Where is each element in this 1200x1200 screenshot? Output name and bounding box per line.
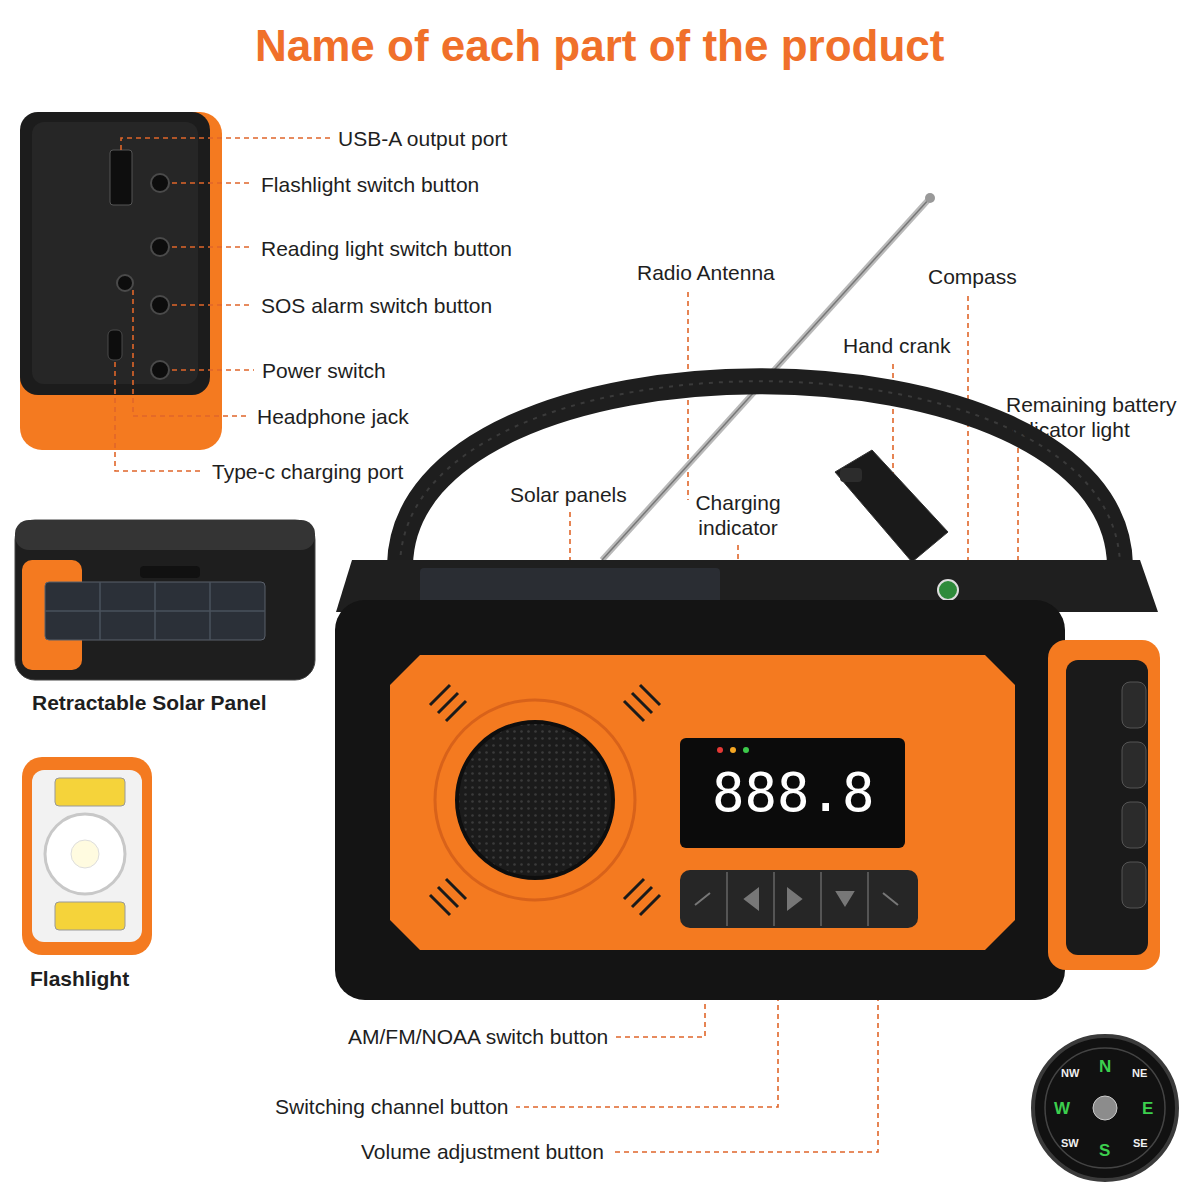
solar-panel — [45, 582, 265, 640]
compass-illustration — [1033, 1036, 1177, 1180]
solar-panel-top — [420, 568, 720, 604]
panel-tab — [140, 566, 200, 578]
flash-lens — [45, 814, 125, 894]
side-inner — [1066, 660, 1148, 955]
part-label: Compass — [928, 264, 1017, 289]
part-label: Reading light switch button — [261, 236, 512, 261]
part-label: Switching channel button — [275, 1094, 509, 1119]
part-label: Charging indicator — [683, 490, 793, 540]
orange-panel — [390, 655, 1015, 950]
part-label: Retractable Solar Panel — [32, 690, 267, 715]
hand-crank — [835, 450, 948, 562]
button-glyph — [695, 889, 898, 909]
flash-led — [71, 840, 99, 868]
crank-knob — [840, 468, 862, 482]
leader-line — [172, 369, 254, 371]
leader-line — [115, 362, 204, 471]
inset-frame — [15, 520, 315, 680]
part-label: Type-c charging port — [212, 459, 403, 484]
part-label: Power switch — [262, 358, 386, 383]
compass-body — [1033, 1036, 1177, 1180]
speaker-ring — [435, 700, 635, 900]
usb-port — [110, 150, 132, 205]
side-button — [1122, 802, 1146, 848]
page-title: Name of each part of the product — [255, 22, 944, 70]
leader-line — [121, 138, 330, 150]
inset-frame — [22, 757, 152, 955]
compass-letter: S — [1099, 1142, 1110, 1159]
compass-letter: NE — [1132, 1068, 1147, 1079]
top-edge — [15, 520, 315, 550]
button-hole — [151, 238, 169, 256]
indicator-dot — [717, 747, 723, 753]
part-label: Flashlight — [30, 966, 129, 991]
compass-pivot — [1093, 1096, 1117, 1120]
type-c-port — [108, 330, 122, 360]
part-label: Volume adjustment button — [361, 1139, 604, 1164]
stripe — [624, 685, 660, 721]
headphone-jack — [117, 275, 133, 291]
part-label: USB-A output port — [338, 126, 507, 151]
ports-inset — [20, 112, 222, 450]
lcd-display — [680, 738, 905, 848]
side-button — [1122, 862, 1146, 908]
compass-letter: NW — [1061, 1068, 1079, 1079]
indicator-dot — [743, 747, 749, 753]
compass-letter: N — [1099, 1058, 1111, 1075]
leader-line — [172, 182, 253, 184]
port-panel — [32, 122, 198, 384]
button-hole — [151, 296, 169, 314]
part-label: SOS alarm switch button — [261, 293, 492, 318]
antenna-tip — [925, 193, 935, 203]
compass-ring — [1045, 1048, 1165, 1168]
stripe — [430, 685, 466, 721]
stripe — [624, 879, 660, 915]
speaker-stripes — [430, 685, 660, 915]
compass-letter: E — [1142, 1100, 1153, 1117]
side-button — [1122, 742, 1146, 788]
part-label: Radio Antenna — [637, 260, 775, 285]
side-button — [1122, 682, 1146, 728]
radio-front — [335, 600, 1065, 1000]
inset-body — [20, 112, 210, 395]
stripe — [430, 879, 466, 915]
lamp-face — [32, 770, 142, 942]
button-hole — [151, 361, 169, 379]
indicator-dot — [730, 747, 736, 753]
inset-frame — [20, 112, 222, 450]
button-hole — [151, 174, 169, 192]
speaker — [457, 722, 613, 878]
led-bar — [55, 778, 125, 806]
leader-line — [133, 290, 249, 416]
compass-small — [938, 580, 958, 600]
led-bar — [55, 902, 125, 930]
display-digits: 888.8 — [712, 766, 875, 820]
panel-grid — [45, 582, 265, 640]
leader-line — [172, 304, 253, 306]
part-label: Headphone jack — [257, 404, 409, 429]
side-panel — [1048, 640, 1160, 970]
flashlight-inset — [22, 757, 152, 955]
compass-letter: W — [1054, 1100, 1070, 1117]
leader-line — [967, 296, 969, 578]
leader-line — [172, 246, 253, 248]
compass-letter: SE — [1133, 1138, 1148, 1149]
part-label: AM/FM/NOAA switch button — [348, 1024, 608, 1049]
button-row — [680, 870, 918, 928]
part-label: Solar panels — [510, 482, 627, 507]
part-label: Remaining battery indicator light — [1006, 392, 1194, 442]
solar-inset — [15, 520, 315, 680]
part-label: Hand crank — [843, 333, 950, 358]
part-label: Flashlight switch button — [261, 172, 479, 197]
compass-letter: SW — [1061, 1138, 1079, 1149]
